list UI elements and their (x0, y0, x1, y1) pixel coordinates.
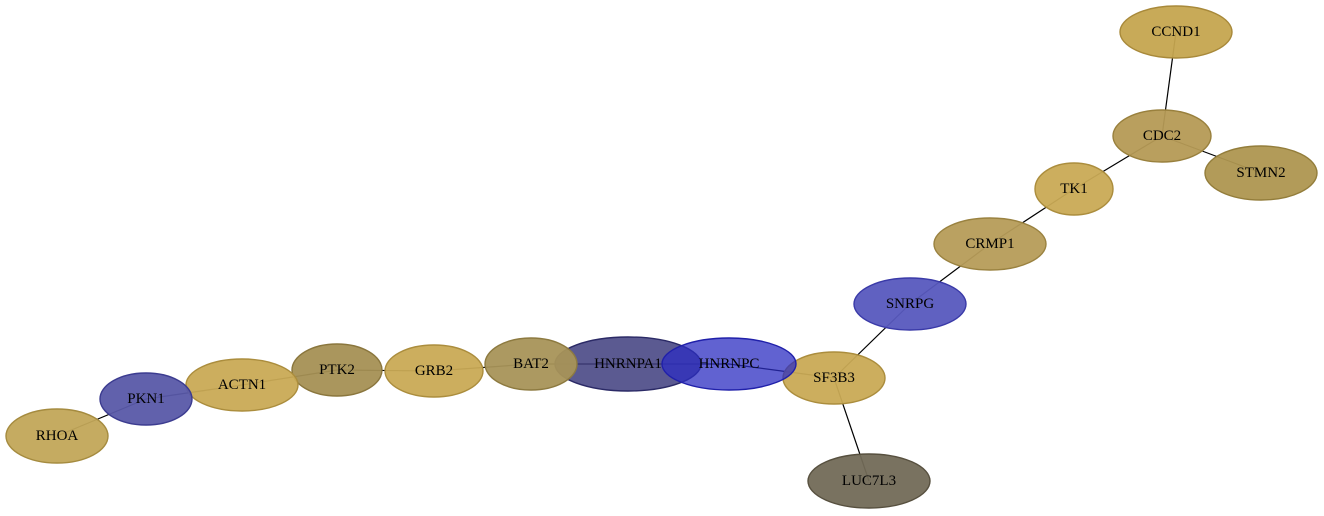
node-ccnd1: CCND1 (1119, 5, 1233, 59)
node-rhoa: RHOA (5, 408, 109, 464)
node-ptk2: PTK2 (291, 343, 383, 397)
node-label-cdc2: CDC2 (1143, 128, 1181, 144)
node-hnrnpc: HNRNPC (661, 337, 797, 391)
node-stmn2: STMN2 (1204, 145, 1318, 201)
node-ellipse-grb2 (384, 344, 484, 398)
node-snrpg: SNRPG (853, 277, 967, 331)
node-label-hnrnpc: HNRNPC (699, 356, 760, 372)
node-ellipse-crmp1 (933, 217, 1047, 271)
node-label-grb2: GRB2 (415, 363, 453, 379)
node-ellipse-snrpg (853, 277, 967, 331)
node-ellipse-cdc2 (1112, 109, 1212, 163)
node-ellipse-actn1 (185, 358, 299, 412)
node-tk1: TK1 (1034, 162, 1114, 216)
node-bat2: BAT2 (484, 337, 578, 391)
node-actn1: ACTN1 (185, 358, 299, 412)
node-label-crmp1: CRMP1 (965, 236, 1014, 252)
node-ellipse-luc7l3 (807, 453, 931, 509)
node-label-actn1: ACTN1 (218, 377, 266, 393)
node-crmp1: CRMP1 (933, 217, 1047, 271)
edge-layer (56, 31, 1262, 482)
node-luc7l3: LUC7L3 (807, 453, 931, 509)
node-label-hnrnpa1: HNRNPA1 (594, 356, 662, 372)
node-label-sf3b3: SF3B3 (813, 370, 855, 386)
node-ellipse-pkn1 (99, 372, 193, 426)
node-label-rhoa: RHOA (36, 428, 79, 444)
node-cdc2: CDC2 (1112, 109, 1212, 163)
node-label-ptk2: PTK2 (319, 362, 355, 378)
node-label-pkn1: PKN1 (127, 391, 165, 407)
node-label-bat2: BAT2 (513, 356, 549, 372)
node-ellipse-rhoa (5, 408, 109, 464)
node-grb2: GRB2 (384, 344, 484, 398)
node-pkn1: PKN1 (99, 372, 193, 426)
node-ellipse-ptk2 (291, 343, 383, 397)
node-ellipse-tk1 (1034, 162, 1114, 216)
node-label-ccnd1: CCND1 (1151, 24, 1200, 40)
node-ellipse-ccnd1 (1119, 5, 1233, 59)
node-label-luc7l3: LUC7L3 (842, 473, 896, 489)
node-ellipse-bat2 (484, 337, 578, 391)
node-sf3b3: SF3B3 (782, 351, 886, 405)
node-label-tk1: TK1 (1060, 181, 1088, 197)
node-label-stmn2: STMN2 (1236, 165, 1285, 181)
node-label-snrpg: SNRPG (886, 296, 935, 312)
node-ellipse-hnrnpc (661, 337, 797, 391)
node-ellipse-stmn2 (1204, 145, 1318, 201)
